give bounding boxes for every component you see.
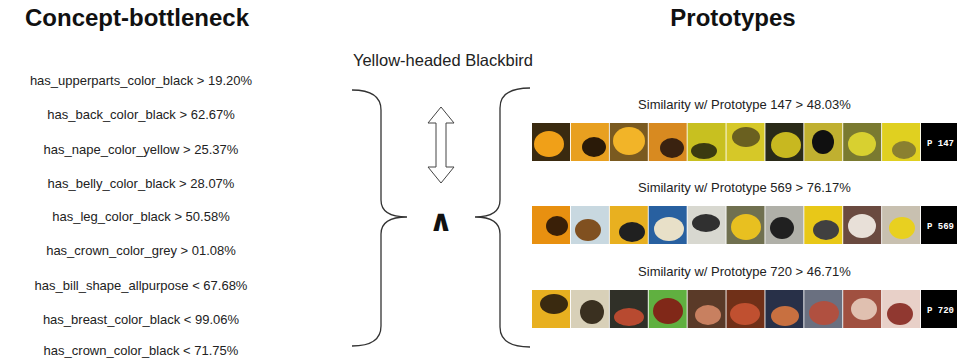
bird-thumbnail [730, 303, 760, 325]
concept-rule: has_bill_shape_allpurpose < 67.68% [35, 279, 248, 294]
bird-thumbnail [610, 123, 648, 161]
concept-rule: has_crown_color_black < 71.75% [44, 344, 239, 359]
prototype-id: P 720 [927, 304, 954, 319]
concept-rule: has_upperparts_color_black > 19.20% [30, 74, 252, 89]
bird-thumbnail [848, 132, 876, 156]
bird-thumbnail [765, 123, 803, 161]
bird-thumbnail [614, 308, 644, 326]
concept-rule: has_back_color_black > 62.67% [47, 108, 235, 123]
bird-thumbnail [812, 130, 834, 154]
bird-thumbnail [613, 127, 645, 155]
bird-thumbnail [688, 123, 726, 161]
bird-thumbnail [654, 217, 684, 241]
bird-thumbnail [731, 214, 761, 240]
bird-thumbnail [660, 138, 684, 158]
prototype-id-box: P 147 [921, 123, 957, 161]
bird-thumbnail [534, 131, 564, 157]
bird-thumbnail [571, 206, 609, 244]
bird-thumbnail [771, 132, 801, 158]
similarity-heading: Similarity w/ Prototype 720 > 46.71% [638, 264, 851, 279]
bird-thumbnail [848, 214, 876, 238]
section-heading: Prototypes [670, 4, 795, 32]
concept-rule: has_crown_color_grey > 01.08% [46, 244, 236, 259]
bird-thumbnail [688, 206, 726, 244]
bird-thumbnail [771, 306, 799, 326]
bird-thumbnail [727, 206, 765, 244]
bird-thumbnail [653, 298, 683, 324]
bird-thumbnail [571, 290, 609, 328]
bird-thumbnail [765, 290, 803, 328]
prototype-strip: P 720Similarity w/ Prototype 720 > 46.71… [532, 290, 957, 328]
bird-thumbnail [649, 123, 687, 161]
bird-thumbnail [575, 219, 601, 241]
section-heading: Concept-bottleneck [25, 4, 249, 32]
bird-thumbnail [540, 294, 568, 314]
and-symbol: ∧ [429, 204, 453, 239]
bird-thumbnail [843, 123, 881, 161]
bird-thumbnail [851, 298, 877, 320]
bird-thumbnail [688, 290, 726, 328]
prototype-id-box: P 720 [921, 290, 957, 328]
bird-thumbnail [692, 214, 720, 232]
bird-thumbnail [649, 206, 687, 244]
bird-thumbnail [727, 290, 765, 328]
bird-thumbnail [804, 123, 842, 161]
bird-thumbnail [804, 206, 842, 244]
bird-thumbnail [582, 137, 606, 157]
concept-rule: has_belly_color_black > 28.07% [48, 177, 235, 192]
curly-brace [352, 90, 407, 346]
bird-thumbnail [532, 206, 570, 244]
class-name: Yellow-headed Blackbird [353, 51, 533, 70]
bird-thumbnail [649, 290, 687, 328]
bird-thumbnail [770, 217, 794, 239]
bird-thumbnail [580, 300, 604, 324]
bird-thumbnail [732, 127, 760, 147]
bird-thumbnail [546, 216, 568, 236]
bird-thumbnail [843, 290, 881, 328]
bird-thumbnail [619, 222, 645, 242]
bird-thumbnail [610, 206, 648, 244]
bird-thumbnail [532, 290, 570, 328]
bird-thumbnail [727, 123, 765, 161]
bird-thumbnail [882, 123, 920, 161]
prototype-id-box: P 569 [921, 206, 957, 244]
curly-brace [475, 88, 530, 347]
bird-thumbnail [695, 305, 721, 325]
prototype-id: P 147 [927, 137, 954, 152]
prototype-strip [532, 290, 920, 328]
bird-thumbnail [892, 141, 916, 159]
prototype-id: P 569 [927, 220, 954, 235]
bird-thumbnail [691, 143, 717, 159]
concept-rule: has_breast_color_black < 99.06% [43, 313, 239, 328]
bird-thumbnail [804, 290, 842, 328]
bird-thumbnail [887, 303, 913, 325]
bird-thumbnail [889, 217, 915, 239]
bird-thumbnail [813, 220, 839, 240]
similarity-heading: Similarity w/ Prototype 147 > 48.03% [638, 97, 851, 112]
bird-thumbnail [765, 206, 803, 244]
prototype-strip: P 569Similarity w/ Prototype 569 > 76.17… [532, 206, 957, 244]
bird-thumbnail [809, 301, 839, 325]
double-arrow [428, 107, 454, 183]
bird-thumbnail [532, 123, 570, 161]
bird-thumbnail [882, 206, 920, 244]
concept-rule: has_nape_color_yellow > 25.37% [44, 143, 239, 158]
prototype-strip [532, 206, 920, 244]
bird-thumbnail [843, 206, 881, 244]
prototype-strip [532, 123, 920, 161]
concept-rule: has_leg_color_black > 50.58% [52, 210, 229, 225]
prototype-strip: P 147Similarity w/ Prototype 147 > 48.03… [532, 123, 957, 161]
bird-thumbnail [882, 290, 920, 328]
bird-thumbnail [571, 123, 609, 161]
similarity-heading: Similarity w/ Prototype 569 > 76.17% [638, 180, 851, 195]
bird-thumbnail [610, 290, 648, 328]
